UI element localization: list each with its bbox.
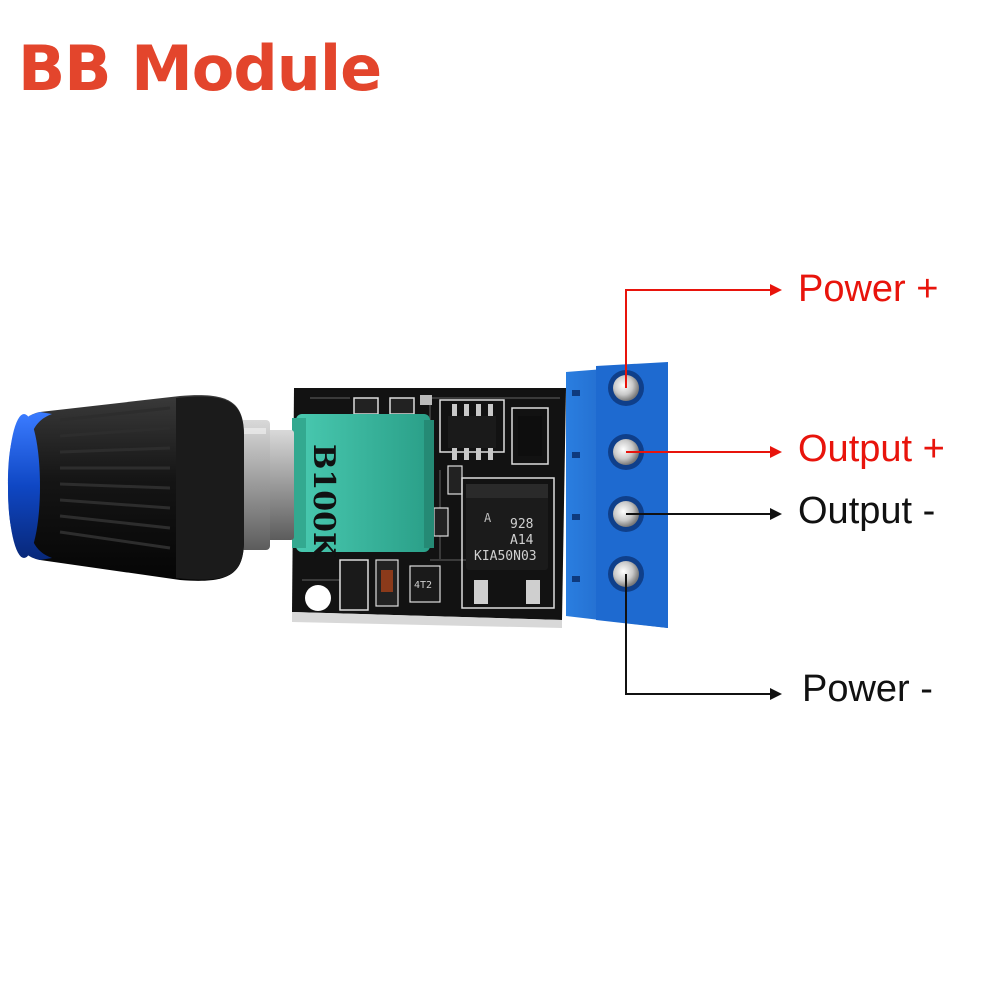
potentiometer: B100K <box>292 414 434 559</box>
leader-lines <box>625 284 782 700</box>
shaft <box>236 420 294 550</box>
small-chip-mark: 4T2 <box>414 580 432 591</box>
ic-chip <box>439 399 505 460</box>
label-output-plus: Output + <box>798 428 945 470</box>
label-power-minus: Power - <box>802 668 933 710</box>
mosfet-mark-small: A <box>484 511 492 525</box>
potentiometer-mark: B100K <box>306 444 341 559</box>
label-output-minus: Output - <box>798 490 936 532</box>
title: BB Module <box>18 32 382 105</box>
mosfet-mark-3: KIA50N03 <box>474 549 537 564</box>
mosfet-mark-2: A14 <box>510 533 534 548</box>
label-power-plus: Power + <box>798 268 939 310</box>
power-minus-line <box>625 574 782 700</box>
knob <box>8 395 244 581</box>
mosfet: A 928 A14 KIA50N03 <box>461 477 555 609</box>
mosfet-mark-1: 928 <box>510 517 533 532</box>
power-plus-line <box>625 284 782 388</box>
terminal-block <box>566 362 668 628</box>
mounting-hole <box>305 585 331 611</box>
